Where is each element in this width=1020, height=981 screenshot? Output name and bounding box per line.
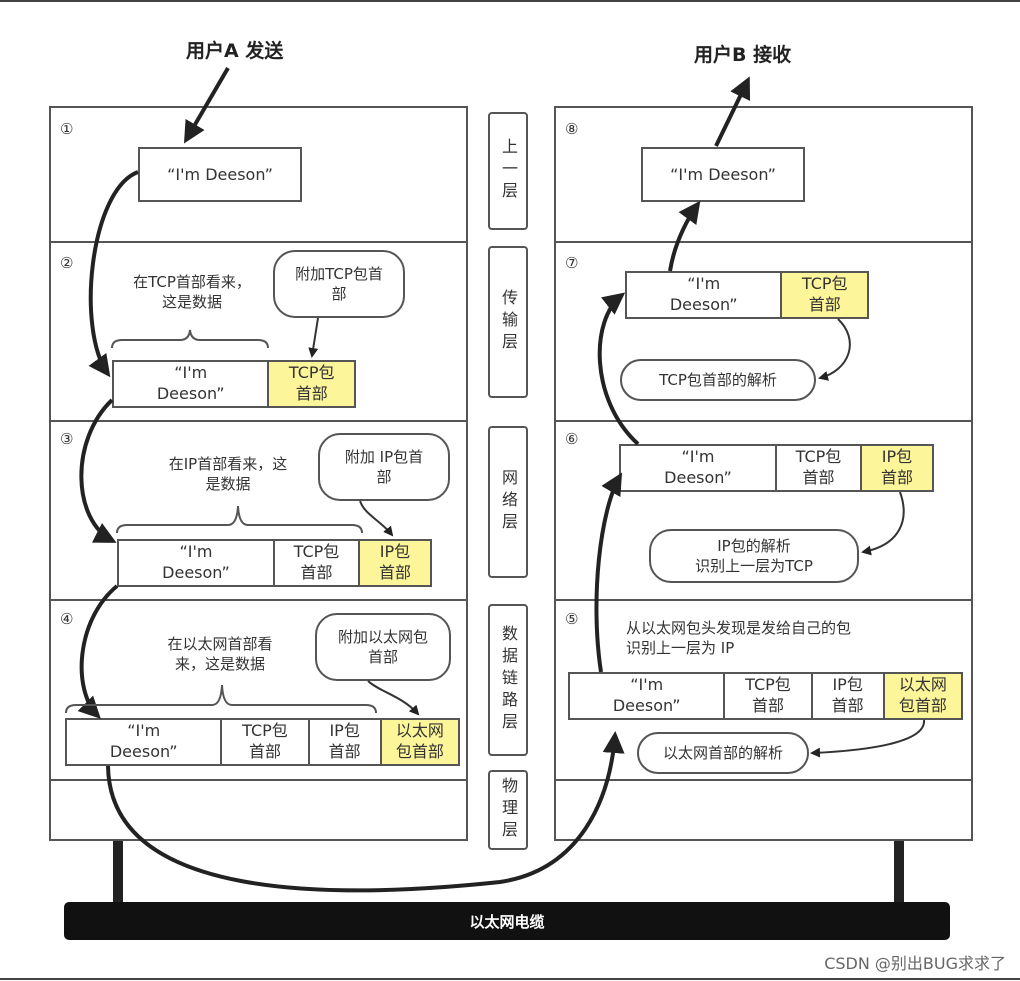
packet-data-segment: “I'm Deeson”: [612, 675, 681, 715]
sender-eth-bubble: 附加以太网包 首部: [315, 613, 451, 681]
label-physical-layer: 物理层: [488, 770, 528, 850]
receiver-layer-upper: [556, 108, 971, 243]
receiver-ip-pointer: [861, 491, 905, 556]
label-transport-layer: 传输层: [488, 246, 528, 398]
receiver-packet-eth: “I'm Deeson” TCP包 首部 IP包 首部 以太网 包首部: [568, 672, 963, 720]
receiver-data-box: “I'm Deeson”: [641, 147, 805, 202]
tcp-header-segment: TCP包 首部: [780, 273, 867, 317]
packet-data-segment: “I'm Deeson”: [162, 542, 230, 582]
receiver-eth-note: 从以太网包头发现是发给自己的包 识别上一层为 IP: [626, 619, 852, 658]
packet-data-segment: “I'm Deeson”: [156, 363, 225, 403]
step-number-3: ③: [60, 430, 74, 448]
receiver-eth-pointer: [810, 719, 926, 758]
step-number-2: ②: [60, 254, 74, 272]
sender-tcp-bubble: 附加TCP包首 部: [273, 250, 405, 318]
sender-layer-transport: [51, 243, 466, 422]
sender-packet-ip: “I'm Deeson” TCP包 首部 IP包 首部: [117, 539, 432, 587]
ethernet-cable: 以太网电缆: [64, 902, 950, 940]
flow-1-to-2: [88, 170, 139, 378]
eth-header-segment: 以太网 包首部: [882, 674, 961, 718]
step-number-4: ④: [60, 610, 74, 628]
sender-tcp-pointer: [308, 317, 319, 358]
tcp-header-segment: TCP包 首部: [723, 674, 810, 718]
receiver-layer-network: [556, 422, 971, 601]
receiver-layer-datalink: [556, 601, 971, 781]
sender-layer-network: [51, 422, 466, 601]
sender-layer-upper: [51, 108, 466, 243]
receiver-packet-ip: “I'm Deeson” TCP包 首部 IP包 首部: [619, 444, 934, 492]
packet-data-segment: “I'm Deeson”: [664, 447, 732, 487]
receiver-eth-parse-bubble: 以太网首部的解析: [637, 732, 809, 774]
receiver-title: 用户B 接收: [694, 44, 792, 66]
sender-brace-4: [65, 684, 377, 714]
sender-ip-pointer: [359, 500, 394, 537]
receiver-packet-tcp: “I'm Deeson” TCP包 首部: [625, 271, 869, 319]
flow-7-to-8: [668, 200, 701, 272]
sender-brace-3: [116, 505, 363, 534]
ip-header-segment: IP包 首部: [307, 720, 380, 764]
sender-input-arrow: [183, 66, 230, 144]
top-border: [0, 0, 1020, 2]
sender-ip-bubble: 附加 IP包首 部: [318, 433, 450, 501]
sender-data-box: “I'm Deeson”: [138, 147, 302, 202]
watermark: CSDN @别出BUG求求了: [824, 954, 1006, 973]
ip-header-segment: IP包 首部: [357, 541, 431, 585]
sender-tcp-note: 在TCP首部看来， 这是数据: [133, 273, 251, 312]
step-number-7: ⑦: [565, 254, 579, 272]
receiver-layer-transport: [556, 243, 971, 422]
sender-title: 用户A 发送: [186, 40, 284, 62]
label-network-layer: 网络层: [488, 426, 528, 578]
flow-3-to-4: [77, 584, 119, 719]
sender-eth-note: 在以太网首部看 来，这是数据: [167, 635, 273, 674]
sender-cable-pole: [113, 841, 123, 903]
ip-header-segment: IP包 首部: [859, 446, 933, 490]
receiver-ip-parse-bubble: IP包的解析 识别上一层为TCP: [649, 529, 859, 583]
ip-header-segment: IP包 首部: [810, 674, 883, 718]
physical-flow: [106, 731, 625, 893]
tcp-header-segment: TCP包 首部: [273, 541, 358, 585]
label-upper-layer: 上一层: [488, 112, 528, 230]
label-datalink-layer: 数据链路层: [488, 604, 528, 756]
tcp-header-segment: TCP包 首部: [775, 446, 860, 490]
tcp-header-segment: TCP包 首部: [220, 720, 307, 764]
sender-ip-note: 在IP首部看来，这 是数据: [168, 455, 288, 494]
flow-5-to-6: [594, 472, 623, 673]
packet-data-segment: “I'm Deeson”: [669, 274, 738, 314]
step-number-1: ①: [60, 120, 74, 138]
tcp-header-segment: TCP包 首部: [267, 362, 354, 406]
sender-eth-pointer: [367, 680, 420, 716]
sender-layer-datalink: [51, 601, 466, 781]
sender-packet-eth: “I'm Deeson” TCP包 首部 IP包 首部 以太网 包首部: [65, 718, 460, 766]
sender-packet-tcp: “I'm Deeson” TCP包 首部: [112, 360, 356, 408]
flow-2-to-3: [79, 398, 117, 543]
step-number-6: ⑥: [565, 430, 579, 448]
packet-data-segment: “I'm Deeson”: [109, 721, 178, 761]
sender-brace-2: [111, 329, 269, 349]
step-number-5: ⑤: [565, 610, 579, 628]
flow-6-to-7: [597, 292, 640, 446]
receiver-tcp-parse-bubble: TCP包首部的解析: [620, 359, 816, 401]
step-number-8: ⑧: [565, 120, 579, 138]
eth-header-segment: 以太网 包首部: [379, 720, 458, 764]
receiver-output-arrow: [714, 76, 751, 147]
bottom-border: [0, 978, 1020, 980]
receiver-tcp-pointer: [818, 318, 851, 381]
receiver-cable-pole: [894, 841, 904, 903]
